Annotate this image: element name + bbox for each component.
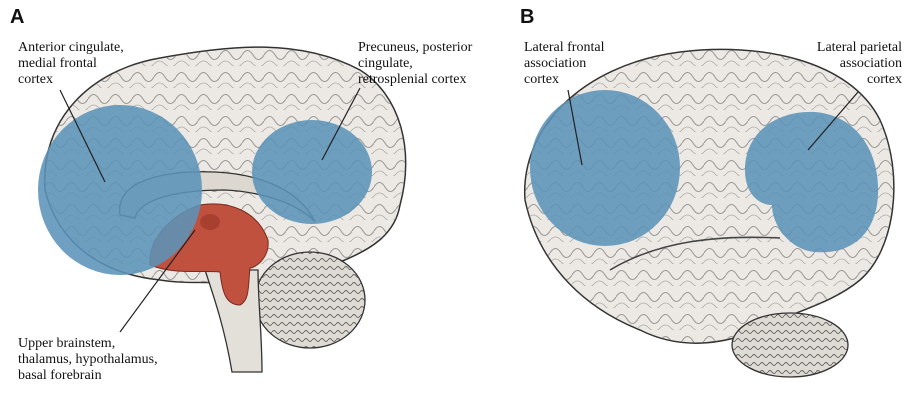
label-line: Precuneus, posterior — [358, 40, 472, 56]
label-lateral-frontal: Lateral frontal association cortex — [524, 40, 604, 88]
label-line: Lateral parietal — [790, 40, 902, 56]
anterior-cingulate-region — [38, 105, 202, 275]
medial-brain — [38, 47, 406, 372]
panel-letter-b: B — [520, 6, 534, 29]
label-line: Anterior cingulate, — [18, 40, 124, 56]
label-line: medial frontal — [18, 56, 124, 72]
label-line: cortex — [18, 72, 124, 88]
label-precuneus: Precuneus, posterior cingulate, retrospl… — [358, 40, 472, 88]
label-line: cingulate, — [358, 56, 472, 72]
label-line: association — [524, 56, 604, 72]
label-line: association — [790, 56, 902, 72]
label-line: cortex — [790, 72, 902, 88]
label-line: cortex — [524, 72, 604, 88]
label-line: Lateral frontal — [524, 40, 604, 56]
label-anterior-cingulate: Anterior cingulate, medial frontal corte… — [18, 40, 124, 88]
label-lateral-parietal: Lateral parietal association cortex — [790, 40, 902, 88]
label-line: basal forebrain — [18, 368, 158, 384]
lateral-frontal-region — [530, 90, 680, 246]
label-line: retrosplenial cortex — [358, 72, 472, 88]
label-brainstem: Upper brainstem, thalamus, hypothalamus,… — [18, 336, 158, 384]
panel-letter-a: A — [10, 6, 24, 29]
label-line: Upper brainstem, — [18, 336, 158, 352]
label-line: thalamus, hypothalamus, — [18, 352, 158, 368]
precuneus-region — [252, 120, 372, 224]
lateral-brain — [525, 49, 894, 377]
